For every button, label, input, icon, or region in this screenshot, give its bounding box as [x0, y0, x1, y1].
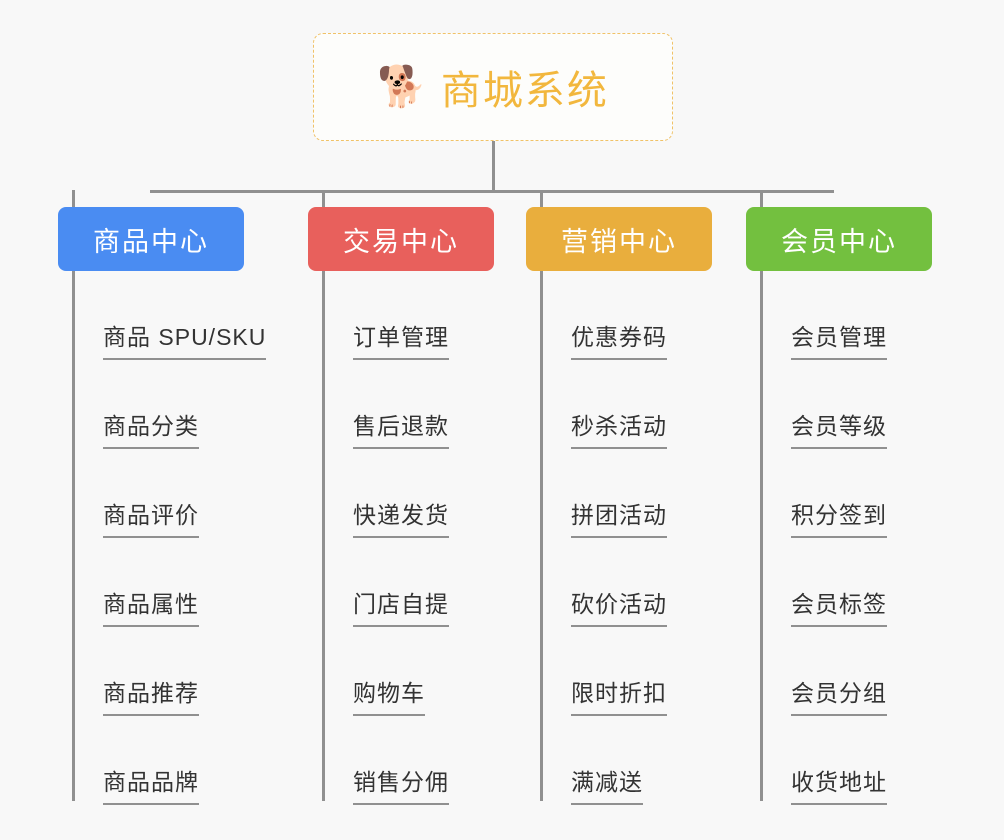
- leaf-label: 会员分组: [791, 682, 887, 716]
- leaf-label: 购物车: [353, 682, 425, 716]
- leaf-item[interactable]: 商品分类: [58, 360, 266, 449]
- branch-spine-2: [540, 271, 543, 801]
- leaf-item[interactable]: 秒杀活动: [526, 360, 712, 449]
- leaf-item[interactable]: 砍价活动: [526, 538, 712, 627]
- branch-marketing-center: 营销中心 优惠券码 秒杀活动 拼团活动 砍价活动 限时折扣 满减送: [526, 207, 712, 805]
- leaf-item[interactable]: 售后退款: [308, 360, 494, 449]
- leaf-list-0: 商品 SPU/SKU 商品分类 商品评价 商品属性 商品推荐 商品品牌: [58, 271, 267, 805]
- leaf-list-3: 会员管理 会员等级 积分签到 会员标签 会员分组 收货地址: [746, 271, 932, 805]
- leaf-label: 商品 SPU/SKU: [103, 326, 267, 360]
- leaf-item[interactable]: 商品属性: [58, 538, 266, 627]
- branch-header-0[interactable]: 商品中心: [58, 207, 244, 271]
- connector-horizontal-bus: [150, 190, 834, 193]
- branch-header-3[interactable]: 会员中心: [746, 207, 932, 271]
- leaf-label: 商品评价: [103, 504, 199, 538]
- leaf-label: 满减送: [571, 771, 643, 805]
- connector-root-stem: [492, 141, 495, 192]
- branch-header-label-0: 商品中心: [93, 226, 209, 257]
- leaf-label: 砍价活动: [571, 593, 667, 627]
- leaf-label: 商品属性: [103, 593, 199, 627]
- leaf-item[interactable]: 商品品牌: [58, 716, 266, 805]
- leaf-list-1: 订单管理 售后退款 快递发货 门店自提 购物车 销售分佣: [308, 271, 494, 805]
- leaf-label: 门店自提: [353, 593, 449, 627]
- leaf-item[interactable]: 拼团活动: [526, 449, 712, 538]
- leaf-list-2: 优惠券码 秒杀活动 拼团活动 砍价活动 限时折扣 满减送: [526, 271, 712, 805]
- leaf-item[interactable]: 购物车: [308, 627, 494, 716]
- leaf-item[interactable]: 商品推荐: [58, 627, 266, 716]
- branch-header-label-3: 会员中心: [781, 226, 897, 257]
- leaf-label: 会员管理: [791, 326, 887, 360]
- connector-drop-1: [322, 190, 325, 207]
- leaf-item[interactable]: 满减送: [526, 716, 712, 805]
- connector-drop-3: [760, 190, 763, 207]
- leaf-label: 商品品牌: [103, 771, 199, 805]
- leaf-label: 订单管理: [353, 326, 449, 360]
- leaf-label: 售后退款: [353, 415, 449, 449]
- leaf-label: 快递发货: [353, 504, 449, 538]
- branch-header-label-2: 营销中心: [561, 226, 677, 257]
- leaf-label: 收货地址: [791, 771, 887, 805]
- leaf-item[interactable]: 积分签到: [746, 449, 932, 538]
- leaf-item[interactable]: 快递发货: [308, 449, 494, 538]
- branch-header-label-1: 交易中心: [343, 226, 459, 257]
- leaf-item[interactable]: 门店自提: [308, 538, 494, 627]
- leaf-label: 会员等级: [791, 415, 887, 449]
- connector-drop-0: [72, 190, 75, 207]
- root-title: 商城系统: [440, 69, 609, 113]
- leaf-label: 限时折扣: [571, 682, 667, 716]
- leaf-label: 销售分佣: [353, 771, 449, 805]
- branch-product-center: 商品中心 商品 SPU/SKU 商品分类 商品评价 商品属性 商品推荐 商品品牌: [58, 207, 267, 805]
- branch-spine-0: [72, 271, 75, 801]
- leaf-item[interactable]: 会员管理: [746, 271, 932, 360]
- leaf-item[interactable]: 优惠券码: [526, 271, 712, 360]
- leaf-item[interactable]: 销售分佣: [308, 716, 494, 805]
- leaf-label: 积分签到: [791, 504, 887, 538]
- leaf-item[interactable]: 收货地址: [746, 716, 932, 805]
- branch-header-1[interactable]: 交易中心: [308, 207, 494, 271]
- branch-spine-3: [760, 271, 763, 801]
- shiba-dog-face-icon: 🐕: [377, 65, 427, 109]
- leaf-label: 会员标签: [791, 593, 887, 627]
- leaf-label: 商品推荐: [103, 682, 199, 716]
- leaf-label: 优惠券码: [571, 326, 667, 360]
- branch-member-center: 会员中心 会员管理 会员等级 积分签到 会员标签 会员分组 收货地址: [746, 207, 932, 805]
- branch-trade-center: 交易中心 订单管理 售后退款 快递发货 门店自提 购物车 销售分佣: [308, 207, 494, 805]
- root-node[interactable]: 🐕 商城系统: [313, 33, 673, 141]
- leaf-item[interactable]: 商品 SPU/SKU: [58, 271, 267, 360]
- branch-spine-1: [322, 271, 325, 801]
- leaf-label: 秒杀活动: [571, 415, 667, 449]
- leaf-item[interactable]: 会员等级: [746, 360, 932, 449]
- leaf-item[interactable]: 会员分组: [746, 627, 932, 716]
- leaf-item[interactable]: 限时折扣: [526, 627, 712, 716]
- leaf-item[interactable]: 订单管理: [308, 271, 494, 360]
- branch-header-2[interactable]: 营销中心: [526, 207, 712, 271]
- leaf-label: 拼团活动: [571, 504, 667, 538]
- leaf-item[interactable]: 会员标签: [746, 538, 932, 627]
- connector-drop-2: [540, 190, 543, 207]
- leaf-item[interactable]: 商品评价: [58, 449, 266, 538]
- leaf-label: 商品分类: [103, 415, 199, 449]
